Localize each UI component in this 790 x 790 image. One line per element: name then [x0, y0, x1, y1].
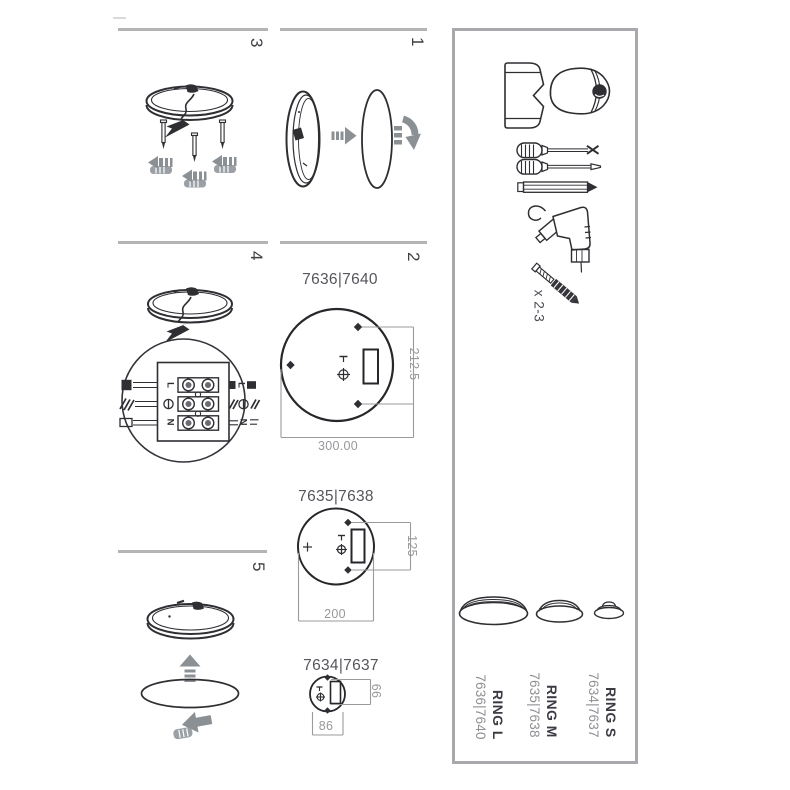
diagram-medium-label: 7635|7638 [298, 488, 374, 505]
diagram-large-diameter: 300.00 [317, 439, 359, 453]
diffuser-side-view [361, 89, 393, 189]
step5-number: 5 [249, 562, 268, 572]
diagram-medium-spacing: 125 [405, 535, 419, 557]
hole-marks [344, 518, 352, 574]
diagram-small-label: 7634|7637 [303, 657, 379, 674]
mount-plate-medium-diagram [297, 507, 412, 622]
product-label-ring-l: RING L 7636|7640 [472, 674, 506, 739]
terminal-neutral-label-left: N [164, 418, 176, 426]
mount-ring [146, 599, 235, 640]
cable-clip [186, 287, 199, 296]
step4-number: 4 [247, 251, 266, 261]
product-label-ring-s: RING S 7634|7637 [585, 672, 619, 737]
ring-size-small-icon [593, 601, 625, 620]
cable-clip [192, 601, 204, 610]
step4-divider [118, 241, 268, 244]
step3-number: 3 [247, 38, 266, 48]
cable-clip [185, 84, 199, 93]
cable-slot [350, 528, 366, 564]
ring-size-medium-icon [535, 599, 584, 623]
mount-plate-large-diagram [279, 307, 415, 439]
dimension-lines [280, 326, 415, 439]
phillips-screwdriver-icon [516, 142, 600, 159]
step3-drawing [145, 84, 237, 188]
diagram-small-spacing: 66 [369, 683, 383, 699]
pencil-icon [517, 181, 598, 193]
product-codes: 7634|7637 [586, 672, 601, 738]
drill-icon [527, 205, 592, 273]
cable [180, 93, 195, 120]
diagram-medium-diameter: 200 [324, 607, 346, 621]
flat-screwdriver-icon [516, 158, 602, 175]
crop-mark [113, 17, 126, 19]
installer-icon [504, 62, 611, 129]
step1-divider [280, 28, 427, 31]
panel-content [458, 62, 625, 626]
product-name: RING M [544, 684, 560, 738]
terminal-neutral-label-right: N [237, 418, 249, 426]
earth-terminal-symbol [163, 398, 174, 410]
product-name: RING S [603, 687, 619, 738]
terminal-live-label-left: L [164, 382, 176, 388]
earth-terminal-symbol-right [238, 398, 249, 410]
product-codes: 7635|7638 [527, 672, 542, 738]
step3-divider [118, 28, 268, 31]
diagram-large-label: 7636|7640 [302, 271, 378, 288]
hole-marks [286, 322, 363, 409]
mount-ring [145, 84, 234, 121]
wall-anchor-icons [148, 155, 237, 188]
diagram-large-spacing: 212.5 [407, 347, 421, 381]
diffuser [140, 678, 240, 709]
step1-drawing [285, 89, 421, 189]
anchor-quantity-label: x 2-3 [531, 289, 547, 323]
supply-wires-right [228, 381, 261, 426]
dimension-lines [297, 521, 412, 622]
center-mark [337, 355, 350, 381]
terminal-block [156, 361, 230, 442]
arrow-up-icon [179, 654, 201, 682]
supply-wires-left [119, 379, 157, 428]
cable [177, 296, 192, 323]
screws [159, 119, 227, 162]
step5-divider [118, 550, 267, 553]
ring-size-large-icon [458, 596, 529, 626]
cable-clip [292, 127, 304, 141]
hole-marks [324, 674, 331, 714]
earth-wire-hatch [119, 398, 135, 411]
cable-slot [362, 348, 379, 385]
rotate-arrow-icon [173, 711, 213, 740]
cable-slot [329, 680, 342, 705]
step2-number: 2 [404, 252, 423, 262]
mount-ring [147, 287, 233, 324]
step1-number: 1 [408, 37, 427, 47]
lightning-bolt-icon [165, 319, 199, 343]
parts-panel [452, 28, 638, 764]
arrow-right-icon [331, 127, 357, 145]
lamp-side-view [285, 90, 321, 188]
diagram-small-diameter: 86 [318, 719, 334, 733]
terminal-live-label-right: L [235, 382, 247, 388]
twist-arrow-icon [394, 115, 421, 150]
step4-drawing [119, 287, 261, 463]
wall-plug-screw-icon [530, 262, 580, 304]
product-name: RING L [490, 689, 506, 740]
step2-divider [280, 241, 427, 244]
product-codes: 7636|7640 [473, 674, 488, 740]
dimension-lines [311, 678, 372, 736]
mount-plate-small-diagram [309, 674, 372, 736]
lightning-bolt-icon [165, 114, 199, 138]
center-mark [303, 534, 347, 555]
step5-drawing [140, 599, 240, 740]
center-mark [316, 686, 325, 702]
product-label-ring-m: RING M 7635|7638 [526, 672, 560, 737]
